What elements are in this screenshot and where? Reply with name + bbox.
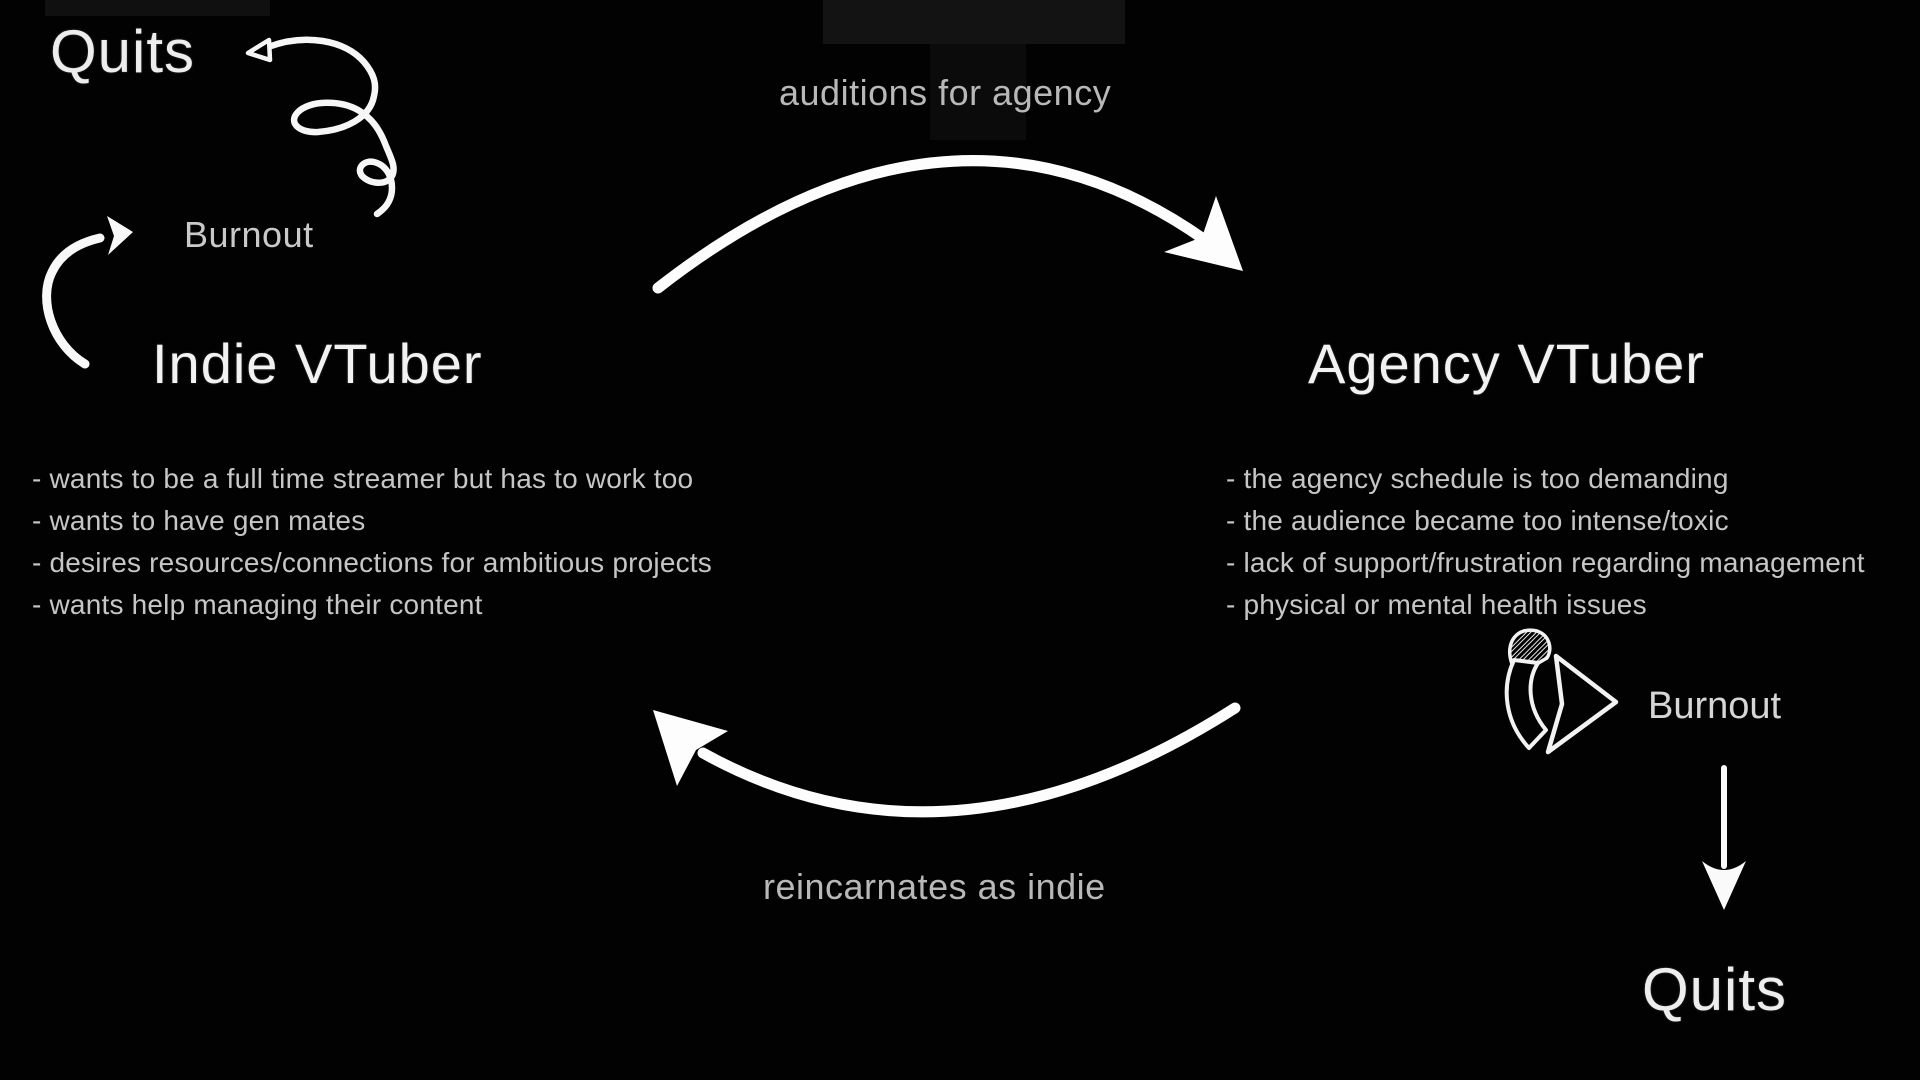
backdrop-patch	[45, 0, 270, 16]
bullet-item: - wants help managing their content	[32, 589, 483, 620]
reincarnates-label: reincarnates as indie	[763, 866, 1106, 907]
down-arrow-icon	[1702, 765, 1746, 910]
auditions-label: auditions for agency	[779, 72, 1112, 113]
bullet-item: - wants to have gen mates	[32, 505, 366, 536]
quits-label-top-left: Quits	[50, 18, 196, 85]
cycle-arrow-bottom-icon	[653, 702, 1241, 818]
agency-vtuber-title: Agency VTuber	[1308, 332, 1705, 395]
quits-label-bottom-right: Quits	[1642, 956, 1788, 1023]
indie-vtuber-title: Indie VTuber	[152, 332, 483, 395]
indie-bullet-list: - wants to be a full time streamer but h…	[32, 458, 712, 626]
curl-arrow-icon	[1504, 628, 1619, 755]
burnout-label-left: Burnout	[184, 214, 314, 255]
bullet-item: - desires resources/connections for ambi…	[32, 547, 712, 578]
bullet-item: - physical or mental health issues	[1226, 589, 1647, 620]
backdrop-patch	[823, 0, 1125, 44]
bullet-item: - the audience became too intense/toxic	[1226, 505, 1729, 536]
burnout-label-right: Burnout	[1648, 685, 1782, 727]
cycle-arrow-top-icon	[652, 155, 1243, 294]
bullet-item: - wants to be a full time streamer but h…	[32, 463, 694, 494]
bullet-item: - lack of support/frustration regarding …	[1226, 547, 1865, 578]
agency-bullet-list: - the agency schedule is too demanding -…	[1226, 458, 1865, 626]
backdrop-patch	[930, 44, 1026, 140]
bullet-item: - the agency schedule is too demanding	[1226, 463, 1729, 494]
squiggle-arrow-icon	[245, 36, 397, 218]
curve-arrow-icon	[42, 216, 133, 369]
